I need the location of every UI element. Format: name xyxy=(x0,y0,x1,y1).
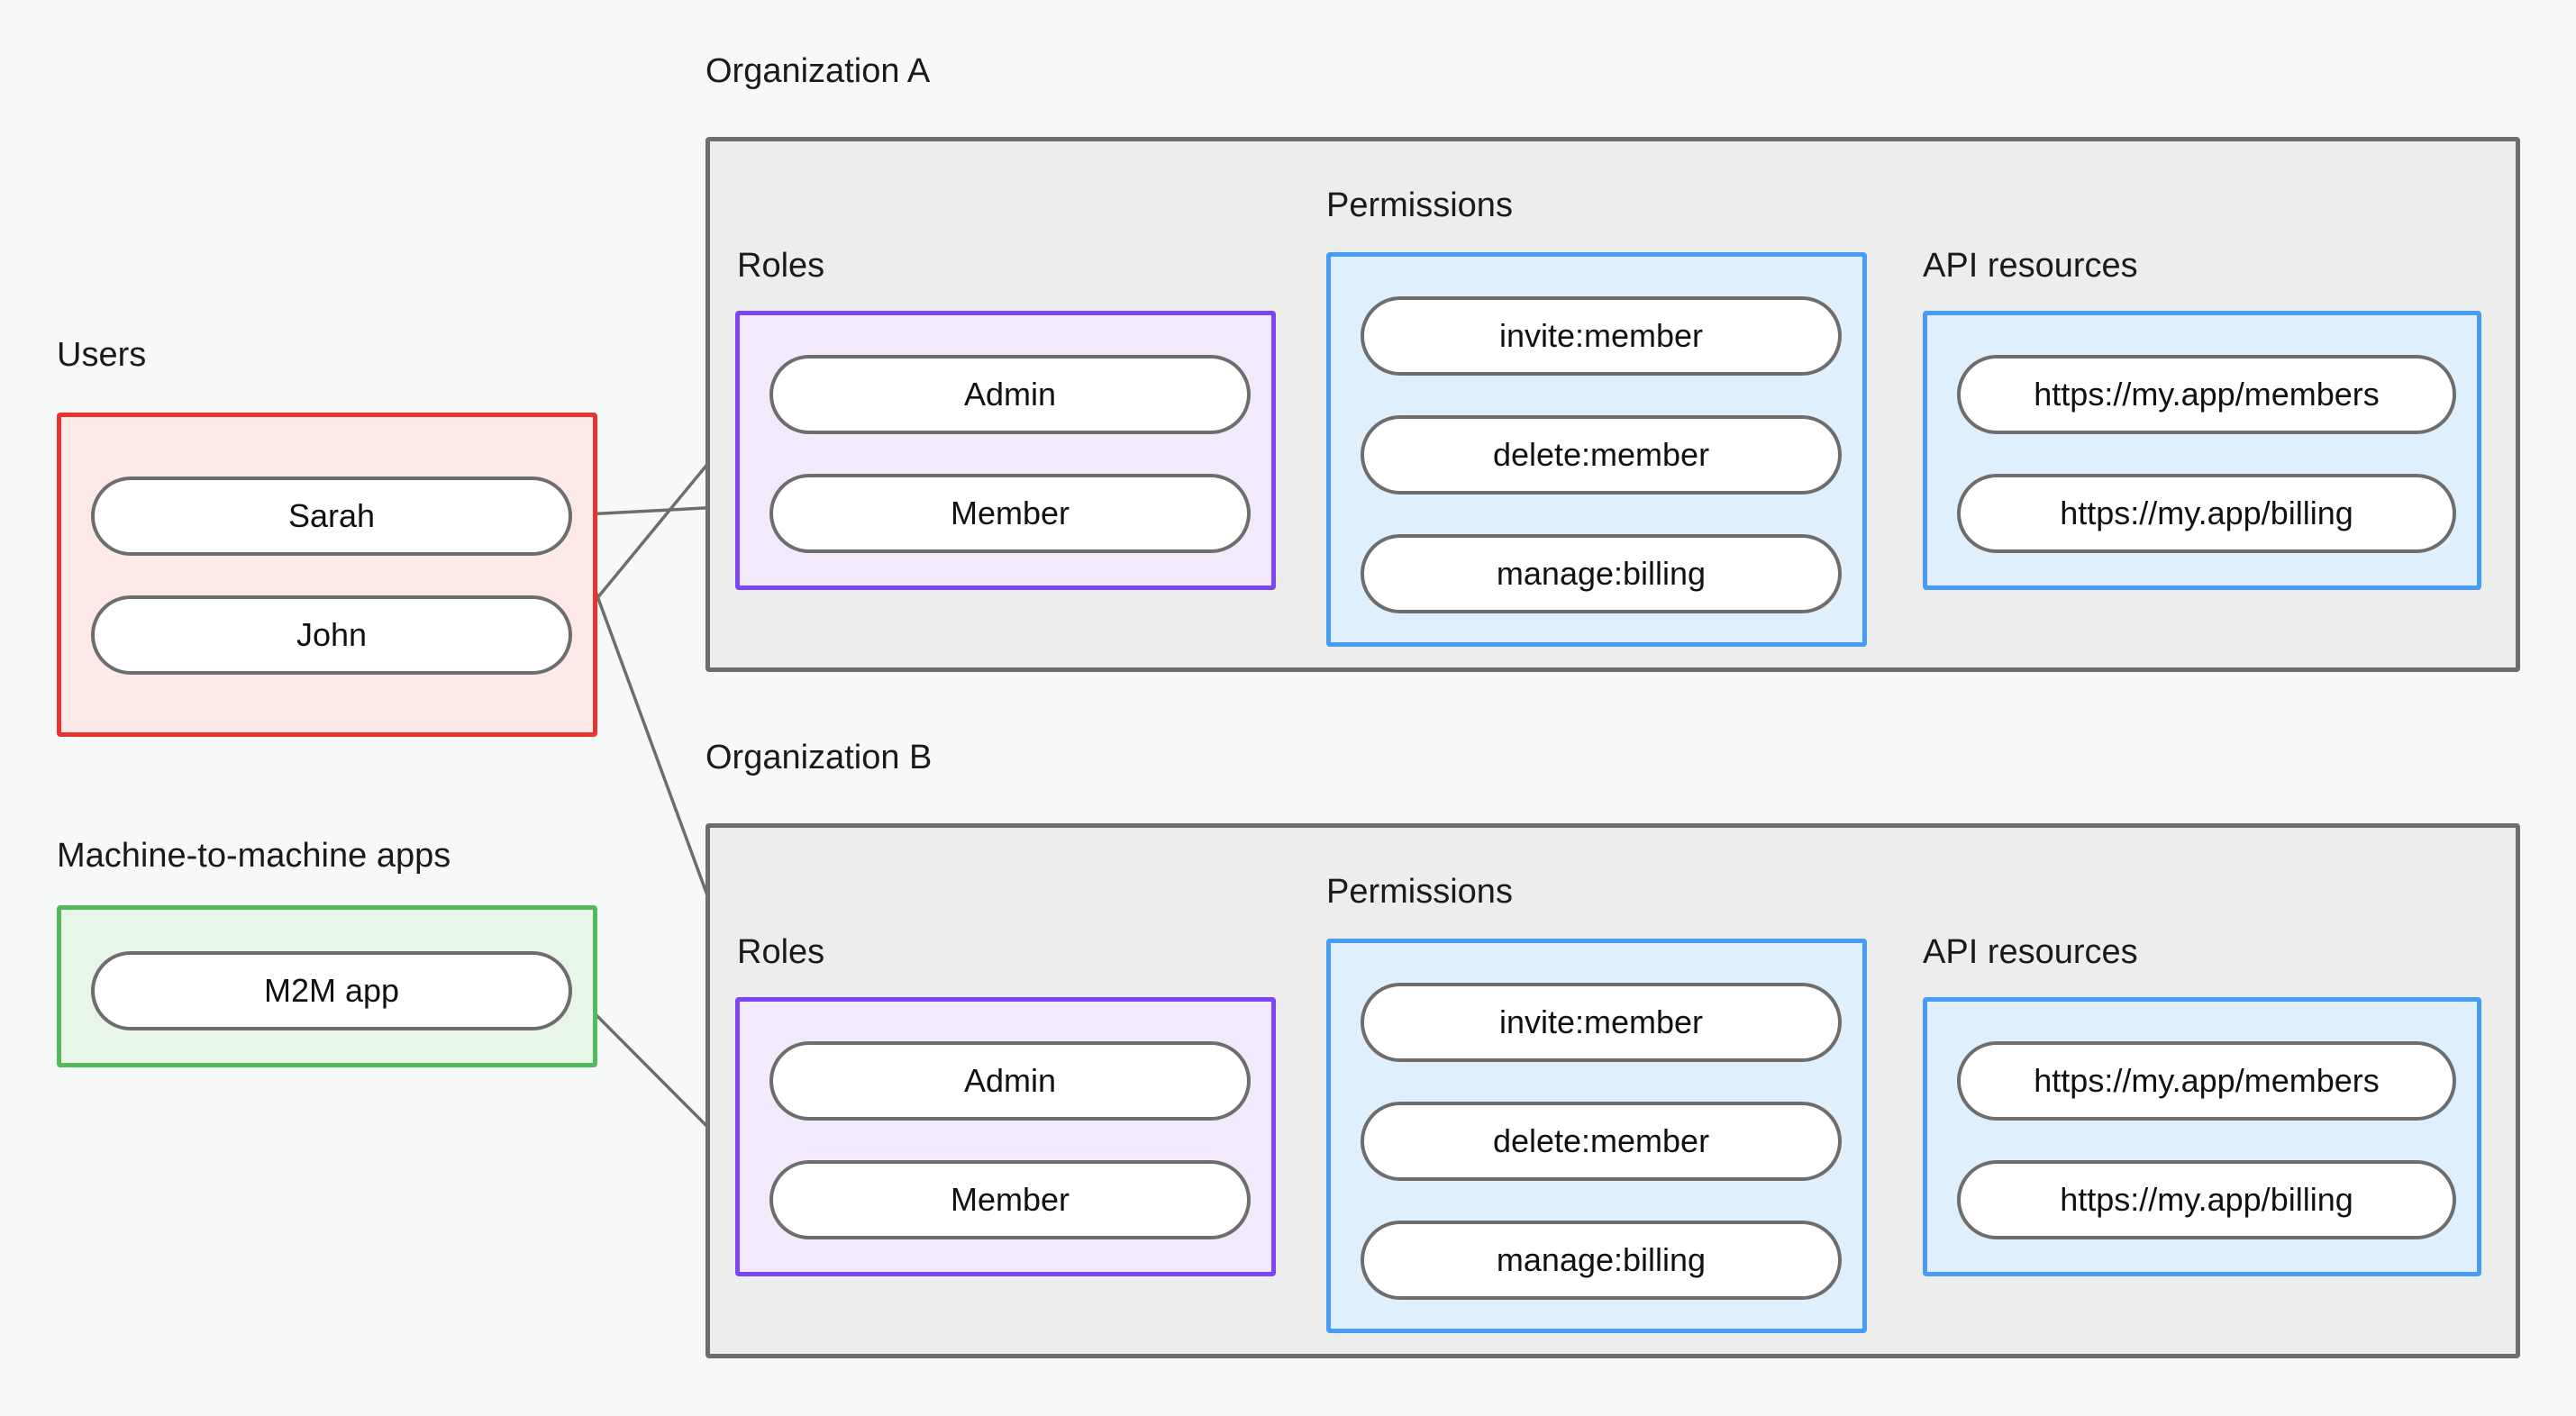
orgB-permission-invite-member[interactable]: invite:member xyxy=(1361,983,1842,1062)
organization-b-heading: Organization B xyxy=(705,739,933,776)
orgB-permission-delete-member[interactable]: delete:member xyxy=(1361,1102,1842,1181)
m2m-node-app[interactable]: M2M app xyxy=(91,951,572,1030)
organization-b-box: Roles Admin Member Permissions invite:me… xyxy=(705,823,2520,1358)
organization-a-heading: Organization A xyxy=(705,52,931,90)
orgA-roles-group-box: Admin Member xyxy=(735,311,1276,590)
orgA-permission-invite-member[interactable]: invite:member xyxy=(1361,296,1842,376)
user-node-sarah[interactable]: Sarah xyxy=(91,477,572,556)
orgA-api-resources-heading: API resources xyxy=(1923,247,2138,285)
orgB-permissions-heading: Permissions xyxy=(1326,873,1513,911)
orgB-roles-group-box: Admin Member xyxy=(735,997,1276,1276)
orgB-permission-manage-billing[interactable]: manage:billing xyxy=(1361,1221,1842,1300)
organization-a-box: Roles Admin Member Permissions invite:me… xyxy=(705,137,2520,672)
orgA-api-resource-members[interactable]: https://my.app/members xyxy=(1957,355,2456,434)
users-heading: Users xyxy=(57,336,147,374)
m2m-heading: Machine-to-machine apps xyxy=(57,837,451,875)
orgB-api-resources-heading: API resources xyxy=(1923,933,2138,971)
m2m-group-box: M2M app xyxy=(57,905,597,1067)
orgB-api-resource-billing[interactable]: https://my.app/billing xyxy=(1957,1160,2456,1239)
orgB-role-member[interactable]: Member xyxy=(769,1160,1251,1239)
orgB-permissions-group-box: invite:member delete:member manage:billi… xyxy=(1326,939,1867,1333)
orgA-role-admin[interactable]: Admin xyxy=(769,355,1251,434)
orgB-role-admin[interactable]: Admin xyxy=(769,1041,1251,1121)
user-node-john[interactable]: John xyxy=(91,595,572,675)
orgB-api-resources-group-box: https://my.app/members https://my.app/bi… xyxy=(1923,997,2481,1276)
orgA-roles-heading: Roles xyxy=(737,247,825,285)
orgA-role-member[interactable]: Member xyxy=(769,474,1251,553)
orgA-api-resource-billing[interactable]: https://my.app/billing xyxy=(1957,474,2456,553)
orgB-api-resource-members[interactable]: https://my.app/members xyxy=(1957,1041,2456,1121)
orgA-permission-manage-billing[interactable]: manage:billing xyxy=(1361,534,1842,613)
users-group-box: Sarah John xyxy=(57,413,597,737)
orgA-permissions-heading: Permissions xyxy=(1326,186,1513,224)
orgA-api-resources-group-box: https://my.app/members https://my.app/bi… xyxy=(1923,311,2481,590)
orgA-permission-delete-member[interactable]: delete:member xyxy=(1361,415,1842,495)
orgB-roles-heading: Roles xyxy=(737,933,825,971)
orgA-permissions-group-box: invite:member delete:member manage:billi… xyxy=(1326,252,1867,647)
